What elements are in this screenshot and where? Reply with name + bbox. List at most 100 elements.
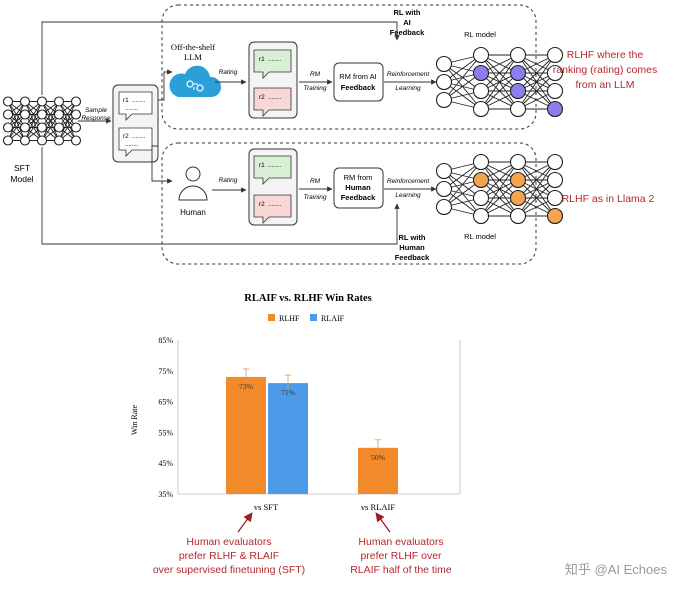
network-node bbox=[546, 46, 564, 64]
rl-human-feedback-2: Human bbox=[399, 243, 425, 252]
rm-training-bottom-1: RM bbox=[310, 178, 321, 185]
network-node bbox=[509, 82, 527, 100]
rl-bottom-2: Learning bbox=[395, 192, 421, 199]
speech-bubble-icon bbox=[118, 91, 153, 121]
network-node bbox=[70, 122, 82, 133]
rl-model-bottom-label: RL model bbox=[464, 232, 496, 241]
left-r2-dots: ........ bbox=[132, 134, 146, 140]
bar-rlhf-0 bbox=[226, 376, 266, 494]
chart-title: RLAIF vs. RLHF Win Rates bbox=[244, 293, 371, 304]
legend-label-rlaif: RLAIF bbox=[321, 314, 345, 323]
network-node bbox=[509, 46, 527, 64]
network-node bbox=[435, 162, 453, 180]
rm-human-feedback-box bbox=[333, 167, 384, 209]
network-node bbox=[435, 73, 453, 91]
network-node bbox=[2, 109, 14, 120]
network-node bbox=[546, 82, 564, 100]
legend-swatch-rlaif bbox=[310, 314, 317, 321]
network-node bbox=[472, 46, 490, 64]
left-r1-dots-2: ........ bbox=[125, 106, 139, 112]
rlhf-group-box bbox=[161, 142, 537, 265]
x-tick-vs-rlaif: vs RLAIF bbox=[361, 502, 396, 512]
bar-rlaif-0 bbox=[268, 383, 308, 494]
rl-top-1: Reinforcement bbox=[387, 71, 430, 78]
rl-model-top-network bbox=[435, 46, 564, 118]
y-tick-label: 55% bbox=[158, 428, 173, 437]
sample-response-label-1: Sample bbox=[85, 107, 107, 114]
network-node bbox=[36, 96, 48, 107]
speech-bubble-icon bbox=[118, 127, 153, 157]
annotation-top-2: ranking (rating) comes bbox=[553, 64, 657, 76]
network-node bbox=[546, 64, 564, 82]
network-node bbox=[2, 122, 14, 133]
y-tick-label: 75% bbox=[158, 367, 173, 376]
rm-human-line1: RM from bbox=[344, 173, 373, 182]
network-node bbox=[435, 55, 453, 73]
sample-response-label-2: Response bbox=[81, 115, 111, 122]
network-node bbox=[435, 180, 453, 198]
legend-swatch-rlhf bbox=[268, 314, 275, 321]
speech-bubble-icon bbox=[253, 49, 292, 79]
chart-bars: 73% 71% 50% bbox=[226, 368, 398, 494]
annotation-left-2: prefer RLHF & RLAIF bbox=[179, 550, 279, 562]
sft-model-network bbox=[2, 96, 82, 146]
bottom-r1-dots: ........ bbox=[268, 163, 282, 169]
y-tick-label: 35% bbox=[158, 490, 173, 499]
bar-value-label: 71% bbox=[281, 388, 295, 397]
annotation-bottom: RLHF as in Llama 2 bbox=[562, 193, 655, 205]
rm-ai-line2: Feedback bbox=[341, 83, 376, 92]
bar-rlhf-1 bbox=[358, 447, 398, 494]
watermark: 知乎 @AI Echoes bbox=[565, 562, 668, 577]
bar-value-label: 50% bbox=[371, 453, 385, 462]
network-node bbox=[36, 122, 48, 133]
cloud-brain-icon bbox=[169, 65, 222, 97]
network-node bbox=[472, 207, 490, 225]
network-node bbox=[472, 171, 490, 189]
rating-top-label: Rating bbox=[219, 69, 238, 76]
network-node bbox=[472, 153, 490, 171]
y-tick-label: 45% bbox=[158, 459, 173, 468]
bottom-r1-label: r1 bbox=[259, 162, 265, 169]
network-node bbox=[53, 122, 65, 133]
annotation-left-1: Human evaluators bbox=[186, 536, 271, 548]
annotation-right-1: Human evaluators bbox=[358, 536, 443, 548]
rm-ai-line1: RM from AI bbox=[339, 72, 377, 81]
network-node bbox=[19, 122, 31, 133]
rm-training-top-1: RM bbox=[310, 71, 321, 78]
annotation-top-3: from an LLM bbox=[576, 79, 635, 91]
network-node bbox=[435, 198, 453, 216]
network-node bbox=[2, 96, 14, 107]
annotation-top-1: RLHF where the bbox=[567, 49, 644, 61]
network-node bbox=[509, 64, 527, 82]
rl-human-feedback-3: Feedback bbox=[395, 253, 430, 262]
network-node bbox=[546, 100, 564, 118]
annotation-right-3: RLAIF half of the time bbox=[350, 564, 452, 576]
sft-model-label-2: Model bbox=[10, 174, 33, 184]
network-node bbox=[70, 135, 82, 146]
network-node bbox=[509, 171, 527, 189]
network-node bbox=[53, 135, 65, 146]
top-r2-dots: ........ bbox=[268, 95, 282, 101]
network-node bbox=[546, 207, 564, 225]
network-node bbox=[19, 109, 31, 120]
top-r1-dots: ........ bbox=[268, 57, 282, 63]
network-node bbox=[509, 100, 527, 118]
network-node bbox=[472, 64, 490, 82]
rated-response-box-top: r1 ........ r2 ........ bbox=[248, 41, 298, 119]
speech-bubble-icon bbox=[253, 87, 292, 117]
network-node bbox=[70, 109, 82, 120]
left-r2-dots-2: ........ bbox=[125, 142, 139, 148]
y-tick-label: 85% bbox=[158, 336, 173, 345]
rl-bottom-1: Reinforcement bbox=[387, 178, 430, 185]
win-rate-chart: RLAIF vs. RLHF Win Rates RLHF RLAIF Win … bbox=[130, 293, 461, 512]
rlaif-diagram: SFT Model Sample Response r1 ........ ..… bbox=[2, 4, 657, 265]
rm-training-top-2: Training bbox=[303, 85, 326, 92]
llm-label-1: Off-the-shelf bbox=[171, 42, 215, 52]
annotation-arrow-right bbox=[375, 512, 391, 533]
network-node bbox=[53, 109, 65, 120]
legend-label-rlhf: RLHF bbox=[279, 314, 300, 323]
left-r1-label: r1 bbox=[123, 97, 129, 104]
bar-value-label: 73% bbox=[239, 382, 253, 391]
network-node bbox=[509, 189, 527, 207]
network-node bbox=[546, 171, 564, 189]
